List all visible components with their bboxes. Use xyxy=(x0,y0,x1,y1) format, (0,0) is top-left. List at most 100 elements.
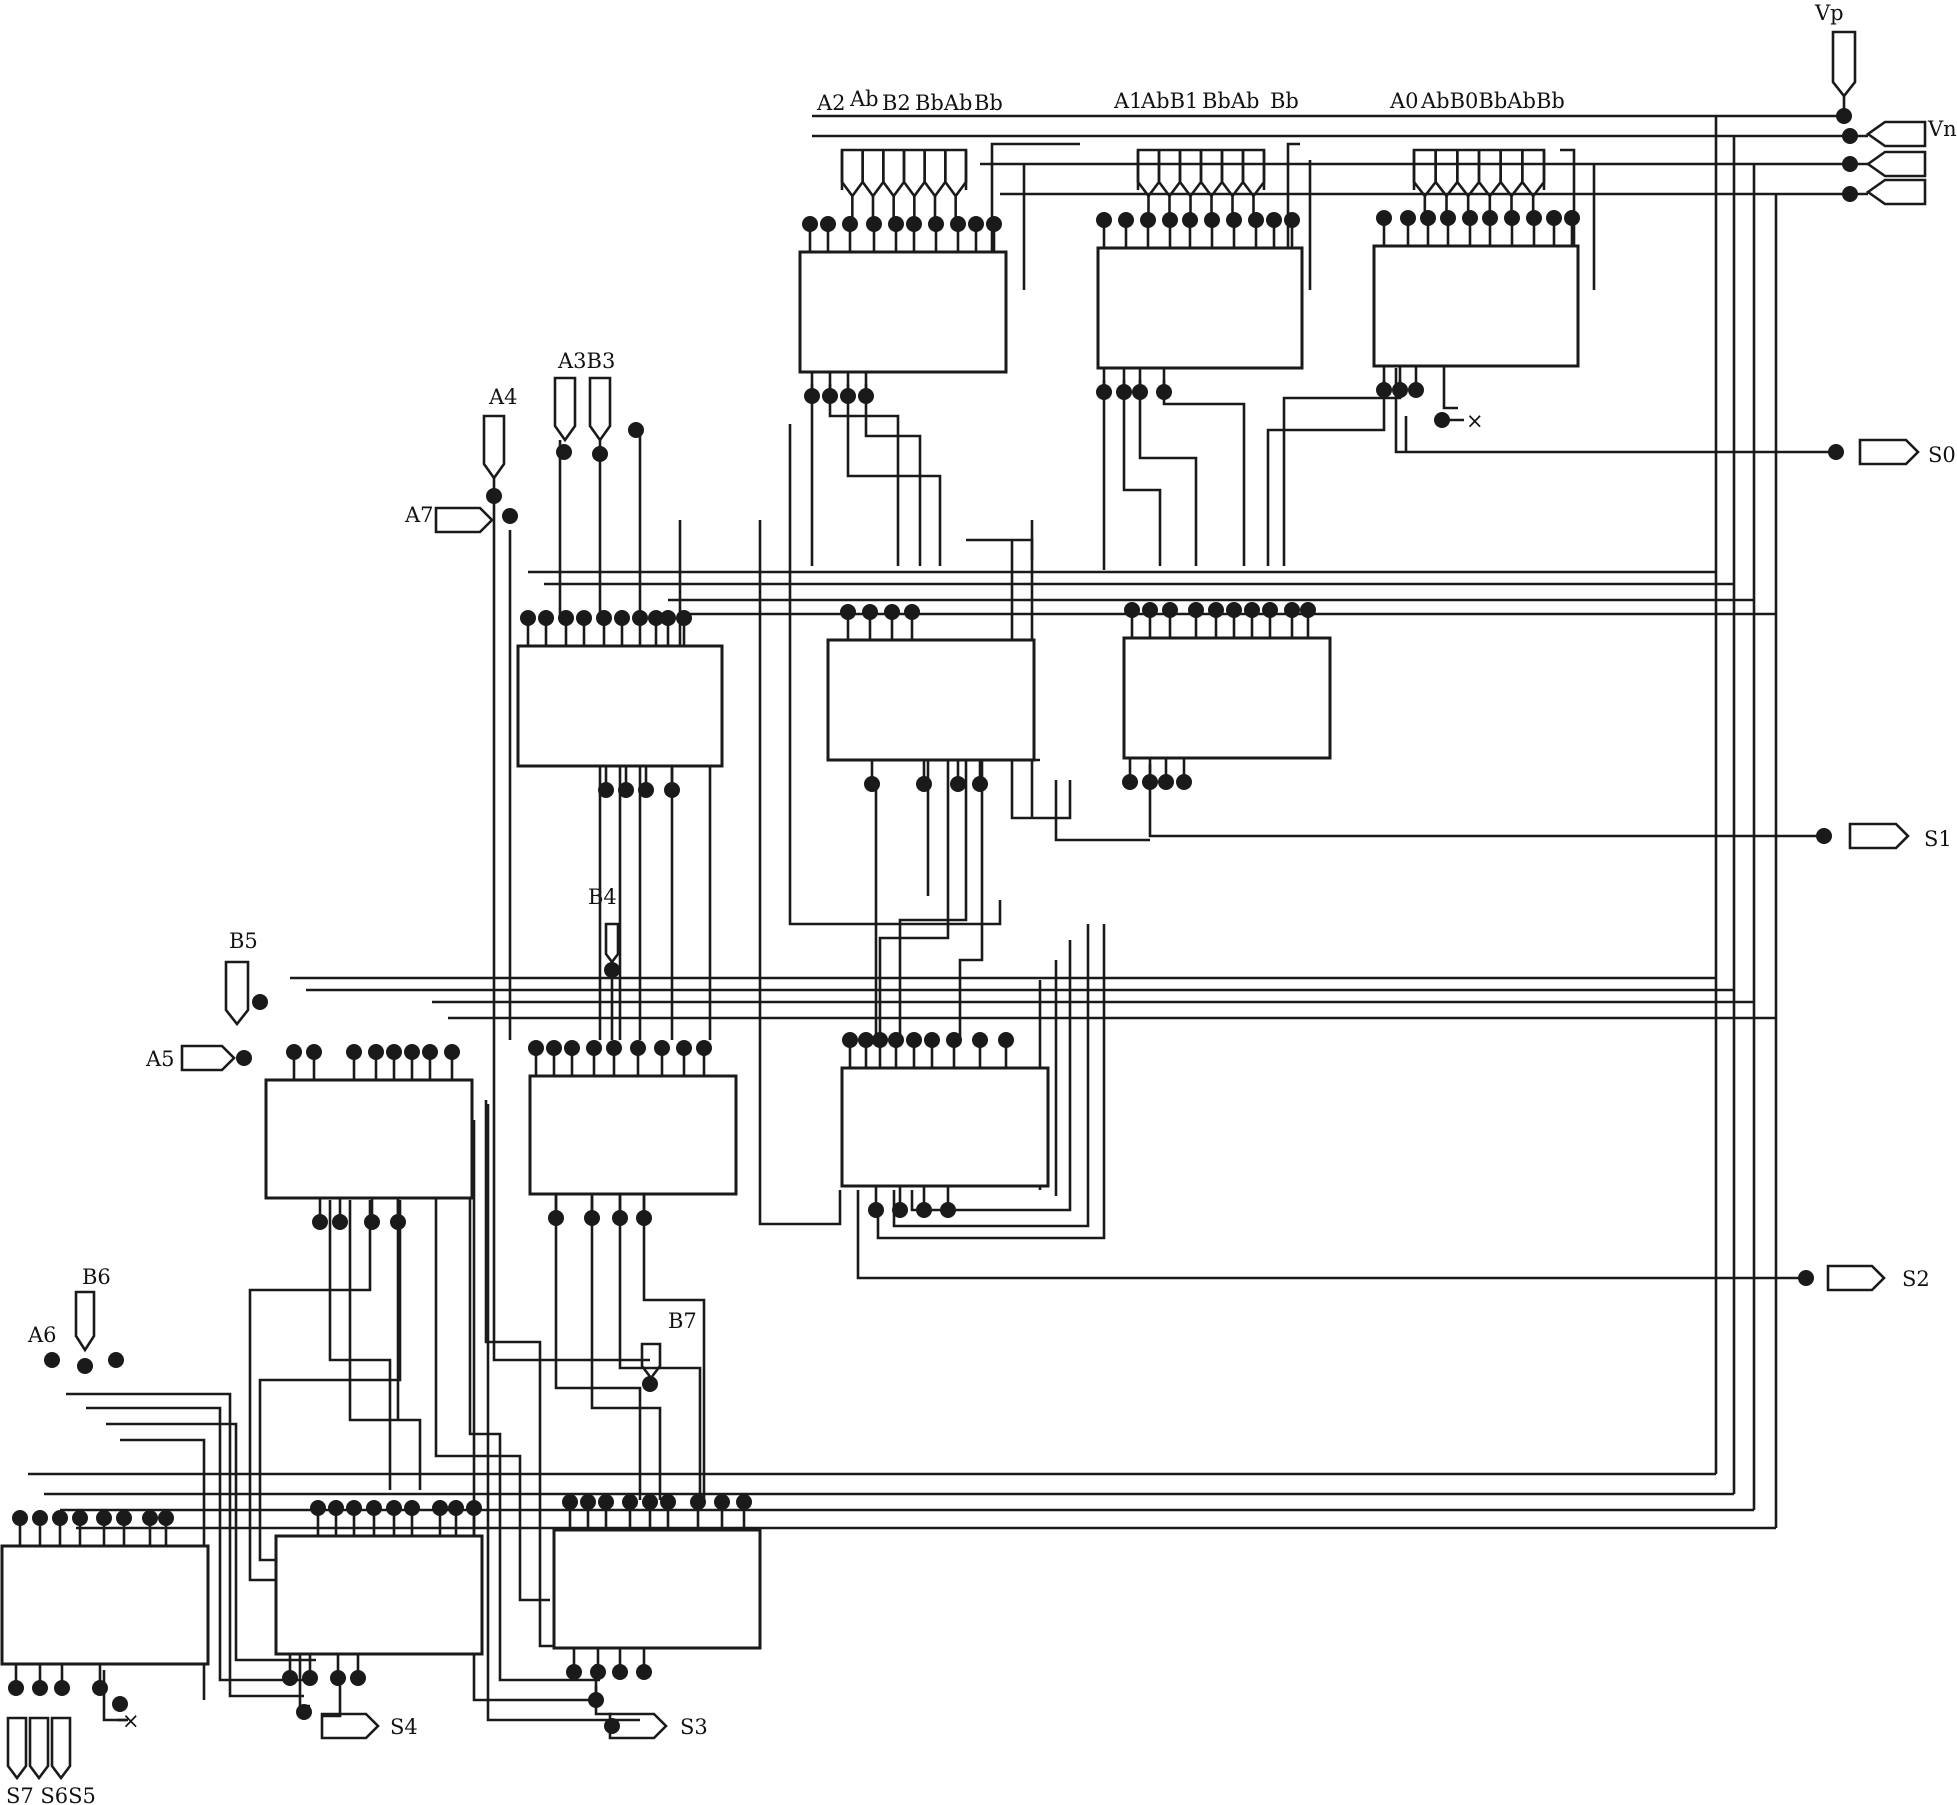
junction-dot xyxy=(1262,602,1278,618)
label-bb-1: Bb xyxy=(974,91,1003,115)
junction-dot xyxy=(44,1352,60,1368)
junction-dot xyxy=(868,1202,884,1218)
junction-dot xyxy=(306,1044,322,1060)
junction-dot xyxy=(614,610,630,626)
junction-dot xyxy=(1400,210,1416,226)
fork-chevron xyxy=(1178,150,1203,199)
junction-dot xyxy=(660,1494,676,1510)
junction-dot xyxy=(972,1032,988,1048)
s2-port xyxy=(1826,1264,1886,1292)
rail2-port xyxy=(1865,150,1927,178)
fork-chevron xyxy=(1477,150,1502,199)
junction-dot xyxy=(52,1510,68,1526)
junction-dot xyxy=(1208,602,1224,618)
junction-dot xyxy=(916,1202,932,1218)
junction-dot xyxy=(282,1670,298,1686)
junction-dot xyxy=(968,216,984,232)
label-a2: A2 xyxy=(816,91,846,115)
junction-dot xyxy=(556,444,572,460)
junction-dot xyxy=(950,776,966,792)
a4-port xyxy=(482,414,506,481)
junction-dot xyxy=(546,1040,562,1056)
junction-dot xyxy=(1162,212,1178,228)
junction-dot xyxy=(1096,384,1112,400)
junction-dot xyxy=(1142,774,1158,790)
junction-dot xyxy=(604,1718,620,1734)
label-b6: B6 xyxy=(82,1265,111,1289)
junction-dot xyxy=(538,610,554,626)
fork-chevron xyxy=(840,150,864,199)
junction-dot xyxy=(1816,828,1832,844)
junction-dot xyxy=(558,610,574,626)
label-a7: A7 xyxy=(404,503,434,527)
junction-dot xyxy=(1162,602,1178,618)
label-bb-2: Bb xyxy=(1270,89,1299,113)
junction-dot xyxy=(986,216,1002,232)
io-ports xyxy=(6,30,1927,1781)
junction-dot xyxy=(648,610,664,626)
junction-dot xyxy=(612,1664,628,1680)
junction-dot xyxy=(714,1494,730,1510)
junction-dot xyxy=(888,216,904,232)
junction-dot xyxy=(1204,212,1220,228)
label-vn: Vn xyxy=(1927,117,1957,141)
junction-dot xyxy=(940,1202,956,1218)
label-a0: A0 xyxy=(1389,89,1419,113)
fork-chevron xyxy=(1434,150,1459,199)
logic-block xyxy=(264,1078,474,1200)
unconnected-terminals: × × xyxy=(118,409,1484,1733)
junction-dot xyxy=(928,216,944,232)
logic-block xyxy=(0,1544,210,1666)
junction-dot xyxy=(636,1664,652,1680)
label-s1: S1 xyxy=(1924,827,1952,851)
label-a5: A5 xyxy=(145,1047,175,1071)
junction-dot xyxy=(486,488,502,504)
junction-dot xyxy=(736,1494,752,1510)
junction-dot xyxy=(664,782,680,798)
junction-dot xyxy=(842,1032,858,1048)
junction-dot xyxy=(924,1032,940,1048)
s5-port xyxy=(50,1716,72,1781)
junction-dot xyxy=(1226,212,1242,228)
junction-dot xyxy=(548,1210,564,1226)
junction-dot xyxy=(1156,384,1172,400)
junction-dot xyxy=(676,610,692,626)
vn-port xyxy=(1865,120,1927,148)
junction-dot xyxy=(252,994,268,1010)
label-abb0bbab: AbB0BbAb xyxy=(1420,89,1536,113)
fork-chevron xyxy=(1456,150,1481,199)
junction-dot xyxy=(622,1494,638,1510)
junction-dot xyxy=(1420,210,1436,226)
junction-dot xyxy=(822,388,838,404)
junction-dot xyxy=(584,1210,600,1226)
junction-dot xyxy=(642,1376,658,1392)
junction-dot xyxy=(1248,212,1264,228)
junction-dot xyxy=(1266,212,1282,228)
junction-dot xyxy=(448,1500,464,1516)
junction-dot xyxy=(72,1510,88,1526)
junction-dot xyxy=(404,1500,420,1516)
fork-connectors xyxy=(840,148,1546,222)
label-a4: A4 xyxy=(488,385,518,409)
junction-dot xyxy=(864,776,880,792)
s7-port xyxy=(6,1716,28,1781)
junction-dot xyxy=(1798,1270,1814,1286)
junction-dot xyxy=(660,610,676,626)
junction-dot xyxy=(562,1494,578,1510)
junction-dot xyxy=(346,1500,362,1516)
b4-port xyxy=(604,922,620,965)
junction-dot xyxy=(884,604,900,620)
junction-dot xyxy=(888,1032,904,1048)
label-s3: S3 xyxy=(680,1715,708,1739)
junction-dot xyxy=(350,1670,366,1686)
junction-dot xyxy=(108,1352,124,1368)
junction-dot xyxy=(1118,212,1134,228)
junction-dot xyxy=(676,1040,692,1056)
junction-dot xyxy=(116,1510,132,1526)
fork-chevron xyxy=(1241,150,1266,199)
junction-dot xyxy=(77,1358,93,1374)
junction-dot xyxy=(390,1214,406,1230)
junction-dot xyxy=(1526,210,1542,226)
logic-block xyxy=(274,1534,484,1656)
s4-port xyxy=(320,1712,380,1740)
